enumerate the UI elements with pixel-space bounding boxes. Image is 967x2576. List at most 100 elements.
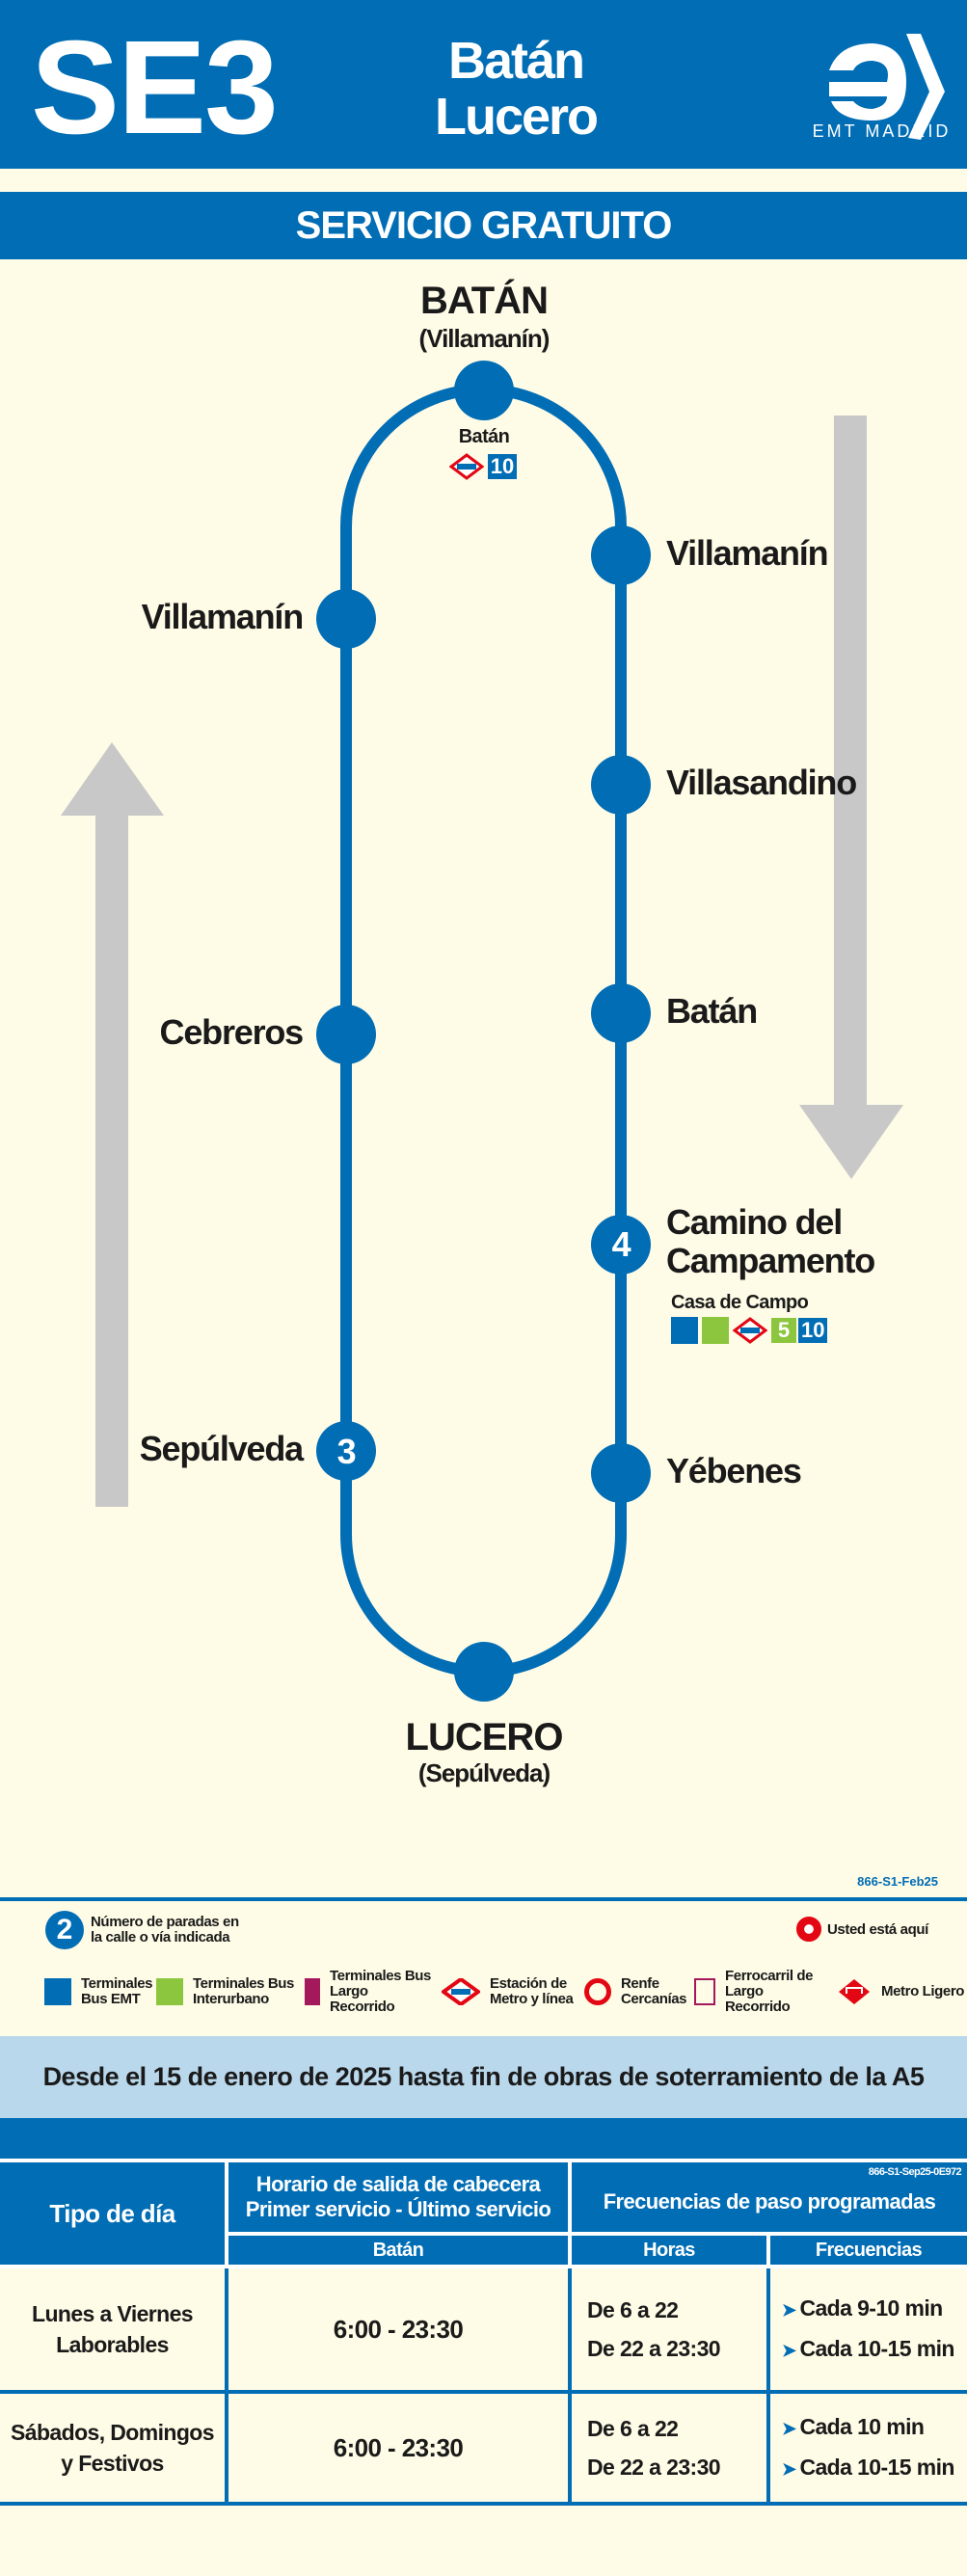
frequency: Cada 10-15 min [799, 2455, 954, 2480]
frequency: Cada 9-10 min [799, 2295, 943, 2321]
header-text: Primer servicio - Último servicio [245, 2197, 551, 2221]
legend-label: Metro Ligero [881, 1983, 965, 1999]
you-are-here-icon [796, 1917, 821, 1942]
bullet-arrow-icon: ➤ [782, 2419, 796, 2438]
timetable: Tipo de día Horario de salida de cabecer… [0, 2159, 967, 2506]
stop-left-cebreros [316, 1005, 376, 1064]
hours-line: De 22 a 23:30 [587, 2455, 721, 2480]
stop-label-line: Campamento [666, 1241, 875, 1280]
direction-arrow-up-icon [61, 742, 164, 1507]
legend-row: Terminales Bus EMT Terminales Bus Interu… [44, 1969, 967, 2015]
stop-left-villamanin [316, 589, 376, 649]
bullet-arrow-icon: ➤ [782, 2300, 796, 2320]
stop-label: Batán [666, 991, 758, 1031]
timetable-bar [0, 2118, 967, 2159]
stop-right-camino [591, 1215, 651, 1275]
timetable-code: 866-S1-Sep25-0E972 [868, 2166, 962, 2178]
stop-right-yebenes [591, 1443, 651, 1503]
service-banner: SERVICIO GRATUITO [0, 192, 967, 259]
terminal-bottom-sub: (Sepúlveda) [417, 1758, 551, 1787]
stop-label-line: Camino del [666, 1202, 843, 1242]
terminal-bottom-name: LUCERO [405, 1716, 564, 1758]
frequencies: ➤Cada 9-10 min➤Cada 10-15 min [766, 2265, 967, 2394]
connection-name: Casa de Campo [671, 1292, 809, 1313]
stop-count: 4 [611, 1224, 631, 1264]
connection-name: Batán [458, 426, 510, 447]
light-rail-icon [839, 1979, 870, 2004]
frequency: Cada 10-15 min [799, 2336, 954, 2361]
stop-label: Villamanín [141, 597, 305, 636]
stop-label: Cebreros [159, 1012, 305, 1052]
metro-line-badge: 10 [487, 454, 518, 479]
stop-label: Yébenes [666, 1451, 802, 1490]
metro-icon [733, 1317, 767, 1344]
stop-count: 3 [336, 1432, 357, 1471]
header-text: Horario de salida de cabecera [255, 2172, 541, 2196]
destination-end: Lucero [434, 88, 599, 146]
day-type: Sábados, Domingos y Festivos [0, 2390, 228, 2506]
bus-emt-icon [44, 1978, 71, 2005]
bus-interurban-icon [156, 1978, 183, 2005]
stop-right-villamanin [591, 525, 651, 585]
bus-emt-icon [671, 1317, 698, 1344]
stop-terminal-top [454, 361, 514, 420]
stop-label: Villasandino [666, 763, 857, 802]
emt-logo-icon [829, 34, 945, 140]
header-text: Frecuencias de paso programadas [603, 2189, 936, 2214]
metro-line-badge: 10 [798, 1318, 828, 1343]
bus-long-distance-icon [305, 1978, 320, 2005]
legend-label: Terminales Bus EMT [81, 1975, 153, 2007]
legend-code: 866-S1-Feb25 [857, 1874, 938, 1889]
terminal-top-sub: (Villamanín) [418, 324, 551, 353]
legend-label: Estación de Metro y línea [490, 1975, 574, 2007]
header-day-type: Tipo de día [0, 2159, 228, 2268]
header-frequencies: Frecuencias [766, 2232, 967, 2268]
frequency: Cada 10 min [799, 2414, 925, 2439]
line-number: SE3 [31, 13, 279, 162]
stop-label: Sepúlveda [139, 1429, 304, 1468]
legend-label: Terminales Bus Largo Recorrido [330, 1968, 431, 2015]
legend-label: Usted está aquí [827, 1921, 928, 1938]
route-loop [340, 384, 627, 1677]
stop-right-villasandino [591, 755, 651, 815]
connections: 10 [436, 453, 532, 480]
schedule: 6:00 - 23:30 [225, 2265, 572, 2394]
day-line: Lunes a Viernes [32, 2301, 194, 2326]
brand-name: EMT MADRID [812, 121, 952, 141]
destinations: Batán Lucero [366, 33, 665, 145]
legend-label: Ferrocarril de Largo Recorrido [725, 1968, 814, 2015]
stop-terminal-bottom [454, 1642, 514, 1702]
legend-label: Renfe Cercanías [621, 1975, 687, 2007]
metro-icon [442, 1978, 480, 2005]
header-origin: Batán [225, 2232, 572, 2268]
hours: De 6 a 22 De 22 a 23:30 [568, 2390, 770, 2506]
divider [0, 1897, 967, 1901]
rail-long-distance-icon [694, 1978, 715, 2005]
destination-origin: Batán [447, 32, 585, 90]
renfe-icon [584, 1978, 611, 2005]
hours-line: De 6 a 22 [587, 2297, 679, 2322]
hours-line: De 6 a 22 [587, 2416, 679, 2441]
direction-arrow-down-icon [799, 416, 903, 1179]
stop-count-icon: 2 [45, 1911, 84, 1949]
day-line: y Festivos [61, 2451, 164, 2476]
frequencies: ➤Cada 10 min➤Cada 10-15 min [766, 2390, 967, 2506]
legend-label: Terminales Bus Interurbano [193, 1975, 294, 2007]
metro-icon [448, 453, 484, 480]
metro-line-badge: 5 [771, 1318, 796, 1343]
terminal-top-name: BATÁN [419, 280, 549, 322]
legend-label: Número de paradas en la calle o vía indi… [91, 1914, 239, 1945]
day-line: Sábados, Domingos [11, 2420, 214, 2445]
bus-interurban-icon [702, 1317, 729, 1344]
notice-banner: Desde el 15 de enero de 2025 hasta fin d… [0, 2036, 967, 2118]
stop-label: Villamanín [666, 533, 829, 573]
day-line: Laborables [56, 2332, 169, 2357]
stop-left-sepulveda [316, 1421, 376, 1481]
